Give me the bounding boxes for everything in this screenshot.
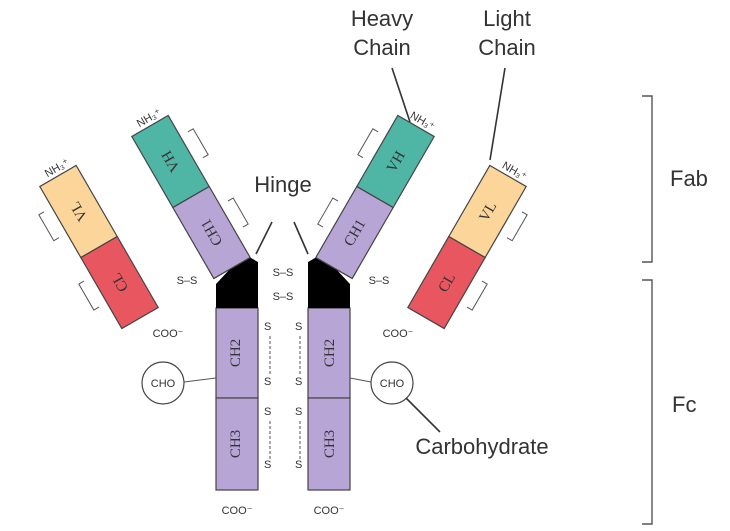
left-heavy-intra-bond [187,128,249,228]
light-chain-label-line1: Light [483,6,531,31]
right-vh-domain [355,114,436,209]
heavy-chain-label-line2: Chain [353,35,410,60]
left-cho-label: CHO [151,378,176,390]
right-cho-link [349,377,372,383]
right-heavy-chain-fc: CH2 CH3 [307,307,351,491]
s-marker: S [264,321,271,333]
left-heavy-chain-fc: CH2 CH3 [215,307,259,491]
left-light-chain: CL VL NH₃⁺ [38,157,160,330]
right-cho-label: CHO [380,378,405,390]
left-vl-domain [38,164,119,259]
right-heavy-intra-bond [317,128,379,228]
fab-label: Fab [670,166,708,191]
light-chain-label-line2: Chain [478,35,535,60]
left-light-intra-bond [38,211,100,311]
left-heavy-chain-arm: CH1 VH NH₃⁺ [130,107,252,280]
hinge-label: Hinge [254,172,311,197]
left-cho-circle [141,361,185,405]
right-fc-intrachain-bonds: S S S S [295,321,302,471]
heavy-chain-label-line1: Heavy [351,6,413,31]
s-marker: S [264,459,271,471]
right-interchain-disulfide: S–S [369,275,390,287]
s-marker: S [264,376,271,388]
left-heavy-coo: COO⁻ [222,505,253,517]
right-ch2-label: CH2 [322,339,338,367]
left-fc-intrachain-bonds: S S S S [264,321,271,471]
s-marker: S [295,376,302,388]
hinge-disulfide-2: S–S [273,291,294,303]
left-ch2-label: CH2 [228,339,244,367]
hinge-pointer-left [255,221,273,255]
right-light-intra-bond [466,211,528,311]
right-hinge-block [308,254,350,308]
left-ch3-domain [215,397,259,491]
s-marker: S [295,321,302,333]
fab-bracket [642,95,653,263]
fc-bracket [642,279,653,525]
right-heavy-coo: COO⁻ [314,505,345,517]
carbohydrate-label: Carbohydrate [415,434,548,459]
light-chain-pointer [489,67,506,161]
heavy-chain-pointer [391,67,411,123]
left-hinge-block [216,254,258,308]
left-ch3-label: CH3 [228,430,244,458]
s-marker: S [295,459,302,471]
carbohydrate-pointer [405,397,441,433]
left-light-coo: COO⁻ [153,328,184,340]
left-cho-link [183,377,217,383]
right-light-chain: CL VL NH₃⁺ [406,160,529,330]
hinge-disulfide-1: S–S [273,267,294,279]
left-ch2-domain [215,307,259,399]
s-marker: S [264,406,271,418]
fc-label: Fc [672,392,696,417]
right-heavy-chain-arm: CH1 VH NH₃⁺ [314,110,437,280]
hinge-pointer-right [293,221,309,255]
right-light-coo: COO⁻ [383,328,414,340]
right-ch3-label: CH3 [322,430,338,458]
right-cho-circle [370,361,414,405]
left-vh-domain [130,114,211,209]
left-interchain-disulfide: S–S [177,275,198,287]
right-vl-domain [447,164,528,259]
s-marker: S [295,406,302,418]
right-ch3-domain [307,397,351,491]
